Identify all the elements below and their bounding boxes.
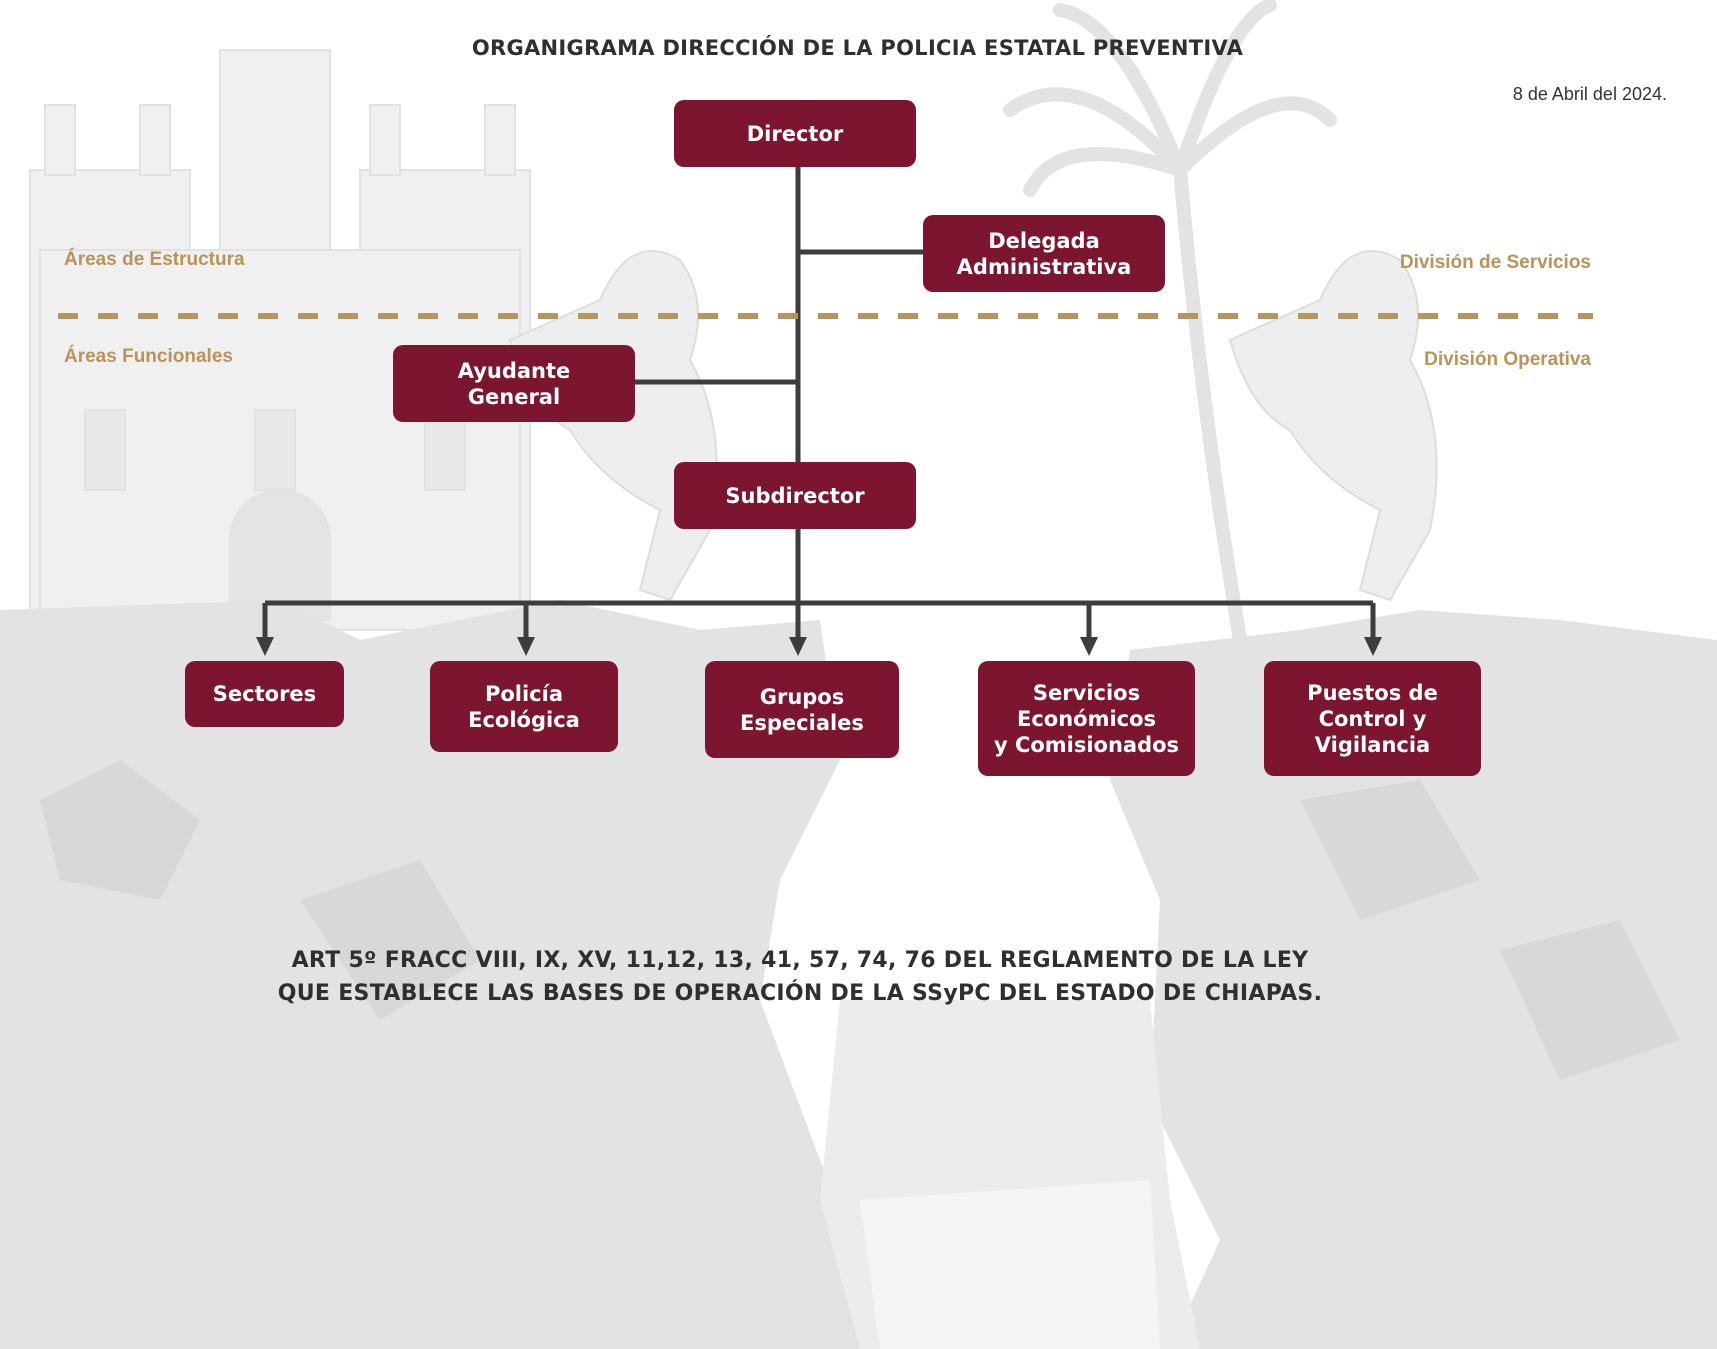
label-areas-estructura: Áreas de Estructura	[64, 249, 245, 270]
arrow-policia	[517, 637, 535, 656]
node-sectores: Sectores	[185, 661, 344, 727]
lion-watermark-right	[1228, 250, 1438, 602]
footer-line-1: ART 5º FRACC VIII, IX, XV, 11,12, 13, 41…	[291, 948, 1309, 973]
node-ayudante-general: Ayudante General	[393, 345, 635, 422]
arrow-grupos	[789, 637, 807, 656]
page-title: ORGANIGRAMA DIRECCIÓN DE LA POLICIA ESTA…	[471, 36, 1244, 60]
label-areas-funcionales: Áreas Funcionales	[64, 346, 233, 367]
label-division-servicios: División de Servicios	[1399, 252, 1591, 273]
node-delegada-administrativa: Delegada Administrativa	[923, 215, 1165, 292]
arrow-sectores	[256, 637, 274, 656]
date-label: 8 de Abril del 2024.	[1512, 84, 1667, 104]
arrow-puestos	[1364, 637, 1382, 656]
palm-tree-watermark	[1003, 0, 1337, 647]
footer-line-2: QUE ESTABLECE LAS BASES DE OPERACIÓN DE …	[277, 981, 1323, 1006]
node-subdirector: Subdirector	[674, 462, 916, 529]
node-director: Director	[674, 100, 916, 167]
label-division-operativa: División Operativa	[1424, 349, 1591, 370]
cliffs-watermark	[0, 600, 1717, 1349]
node-servicios-economicos: Servicios Económicos y Comisionados	[978, 661, 1195, 776]
node-puestos-control: Puestos de Control y Vigilancia	[1264, 661, 1481, 776]
arrow-servicios	[1080, 637, 1098, 656]
node-grupos-especiales: Grupos Especiales	[705, 661, 899, 758]
legal-footer: ART 5º FRACC VIII, IX, XV, 11,12, 13, 41…	[0, 944, 1600, 1010]
node-policia-ecologica: Policía Ecológica	[430, 661, 618, 752]
